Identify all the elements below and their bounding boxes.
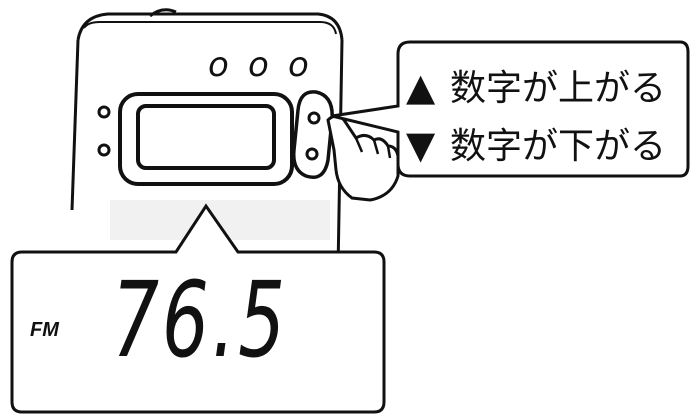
rocker-down-button[interactable]	[305, 147, 319, 161]
up-label: 数字が上がる	[450, 68, 666, 109]
callout-box: ▲ 数字が上がる ▼ 数字が下がる	[331, 40, 690, 178]
left-holes	[97, 105, 111, 157]
lcd-zoom-outline	[10, 203, 386, 414]
tuning-rocker[interactable]	[292, 90, 334, 179]
dot-3: o	[288, 45, 309, 85]
callout-outline	[331, 40, 690, 178]
rocker-outline	[292, 90, 334, 179]
dot-row: o o o	[208, 45, 309, 85]
down-symbol-icon: ▼	[406, 123, 436, 167]
pointing-hand-icon	[326, 114, 400, 202]
device-display	[118, 92, 294, 186]
lcd-zoom-callout: FM 76.5	[10, 203, 386, 414]
device-top-cap	[76, 12, 344, 41]
rocker-up-button[interactable]	[307, 111, 321, 125]
device-body-inner	[83, 21, 337, 35]
display-inner-screen	[136, 104, 276, 170]
left-hole-top	[97, 105, 111, 119]
dot-1: o	[208, 45, 229, 85]
lcd-frequency: 76.5	[112, 259, 288, 381]
lcd-band-label: FM	[30, 319, 60, 341]
top-knob	[149, 8, 177, 18]
down-label: 数字が下がる	[450, 126, 666, 167]
dot-2: o	[248, 45, 269, 85]
up-symbol-icon: ▲	[406, 65, 436, 109]
display-outer-frame	[118, 92, 294, 186]
left-hole-bottom	[97, 143, 111, 157]
